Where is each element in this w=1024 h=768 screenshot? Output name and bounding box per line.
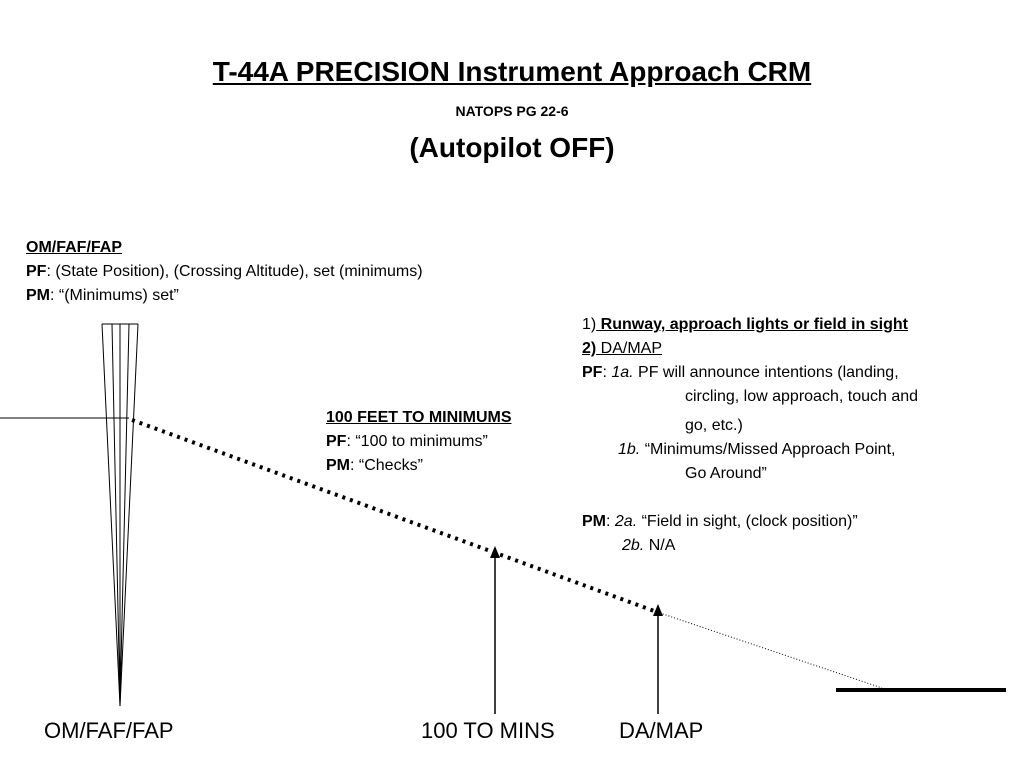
faf-heading: OM/FAF/FAP: [26, 239, 122, 256]
mins-arrow-head: [490, 546, 500, 558]
faf-pm-label: PM: [26, 287, 50, 304]
beacon-cone-outer-left: [101, 323, 121, 707]
da-pm-2b-tag: 2b.: [622, 537, 645, 554]
autopilot-mode-heading: (Autopilot OFF): [409, 132, 615, 163]
da-pm-2a-tag: 2a.: [614, 513, 638, 530]
da-pf-1b-line2: Go Around”: [685, 465, 767, 482]
da-pf-sep: :: [602, 364, 612, 381]
da-item1-num: 1): [582, 316, 597, 333]
page-title: T-44A PRECISION Instrument Approach CRM: [212, 56, 812, 87]
glideslope-dotted-line: [131, 418, 658, 614]
da-item1-text: Runway, approach lights or field in sigh…: [596, 316, 908, 333]
faf-pf-label: PF: [26, 263, 47, 280]
bottom-label-da: DA/MAP: [619, 718, 704, 743]
da-pm-sep: :: [606, 513, 615, 530]
da-arrow-head: [653, 604, 663, 616]
bottom-label-faf: OM/FAF/FAP: [44, 718, 174, 743]
beacon-cone-inner-left: [111, 323, 121, 707]
mins-heading: 100 FEET TO MINIMUMS: [326, 409, 512, 426]
da-pf-1b-line1: “Minimums/Missed Approach Point,: [640, 441, 896, 458]
faf-pf-line: PF: (State Position), (Crossing Altitude…: [26, 260, 423, 284]
da-pf-1a-line3: go, etc.): [685, 417, 743, 434]
page-subtitle: NATOPS PG 22-6: [455, 103, 569, 119]
below-da-dotted-line: [656, 611, 883, 689]
da-pf-label: PF: [582, 364, 603, 381]
da-pm-label: PM: [582, 513, 606, 530]
da-item2-text: DA/MAP: [596, 340, 663, 357]
beacon-cone-inner-right: [119, 323, 130, 707]
da-pm-line: PM: 2a. “Field in sight, (clock position…: [582, 510, 918, 534]
da-spacer: [582, 486, 918, 510]
da-pm-2b-text: N/A: [644, 537, 676, 554]
mins-callout-block: 100 FEET TO MINIMUMS PF: “100 to minimum…: [326, 406, 512, 478]
faf-pf-text: : (State Position), (Crossing Altitude),…: [46, 263, 423, 280]
mins-pf-label: PF: [326, 433, 347, 450]
faf-pm-line: PM: “(Minimums) set”: [26, 284, 423, 308]
faf-callout-block: OM/FAF/FAP PF: (State Position), (Crossi…: [26, 236, 423, 308]
da-pf-1a-line2: circling, low approach, touch and: [685, 388, 919, 405]
mins-pf-text: : “100 to minimums”: [346, 433, 488, 450]
beacon-cone-outer-right: [119, 323, 139, 707]
faf-pm-text: : “(Minimums) set”: [50, 287, 179, 304]
da-pf-line: PF: 1a. PF will announce intentions (lan…: [582, 361, 918, 385]
mins-pm-text: : “Checks”: [350, 457, 423, 474]
da-callout-block: 1) Runway, approach lights or field in s…: [582, 313, 918, 558]
mins-pf-line: PF: “100 to minimums”: [326, 430, 512, 454]
mins-pm-line: PM: “Checks”: [326, 454, 512, 478]
da-item1-line: 1) Runway, approach lights or field in s…: [582, 313, 918, 337]
da-pf-1b-line: 1b. “Minimums/Missed Approach Point,: [582, 438, 918, 462]
da-item2-num: 2): [582, 340, 597, 357]
da-pf-1a-tag: 1a.: [611, 364, 634, 381]
da-pm-2a-text: “Field in sight, (clock position)”: [637, 513, 858, 530]
da-pf-1a-line1: PF will announce intentions (landing,: [633, 364, 899, 381]
da-item2-line: 2) DA/MAP: [582, 337, 918, 361]
da-pf-1b-tag: 1b.: [618, 441, 641, 458]
bottom-label-mins: 100 TO MINS: [421, 718, 555, 743]
mins-pm-label: PM: [326, 457, 350, 474]
da-pm-2b-line: 2b. N/A: [582, 534, 918, 558]
